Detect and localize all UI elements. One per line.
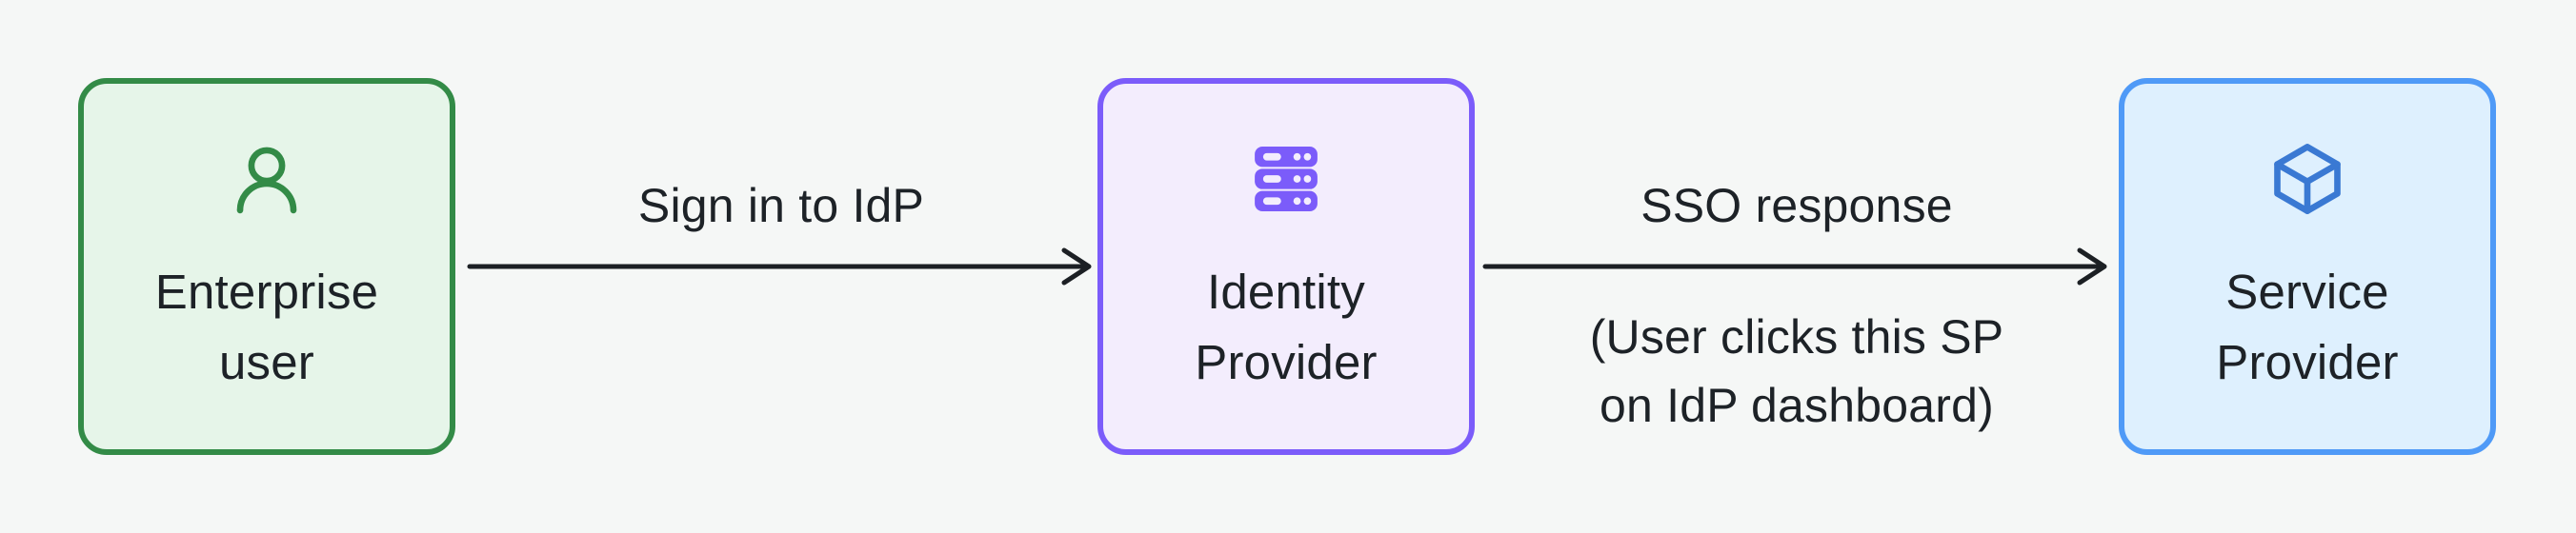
- node-label-line: Provider: [1195, 335, 1378, 389]
- node-enterprise-user: Enterprise user: [78, 78, 455, 455]
- server-stack-icon: [1246, 139, 1326, 219]
- arrow-sign-in-to-idp: [467, 247, 1092, 286]
- node-label: Service Provider: [2216, 257, 2399, 398]
- edge-sublabel-line: (User clicks this SP: [1589, 310, 2004, 364]
- user-icon: [227, 139, 307, 219]
- node-label-line: Provider: [2216, 335, 2399, 389]
- edge-sublabel-line: on IdP dashboard): [1600, 379, 1994, 432]
- node-label: Identity Provider: [1195, 257, 1378, 398]
- node-label: Enterprise user: [155, 257, 378, 398]
- cube-icon: [2267, 139, 2347, 219]
- edge-label-sso-response: SSO response: [1640, 179, 1953, 232]
- edge-sublabel-user-clicks-sp: (User clicks this SP on IdP dashboard): [1411, 303, 2183, 440]
- node-label-line: Identity: [1206, 265, 1365, 319]
- node-label-line: user: [218, 335, 314, 389]
- node-service-provider: Service Provider: [2119, 78, 2496, 455]
- node-label-line: Service: [2225, 265, 2389, 319]
- node-identity-provider: Identity Provider: [1097, 78, 1475, 455]
- node-label-line: Enterprise: [154, 265, 379, 319]
- arrow-sso-response: [1482, 247, 2107, 286]
- edge-label-sign-in: Sign in to IdP: [637, 179, 925, 232]
